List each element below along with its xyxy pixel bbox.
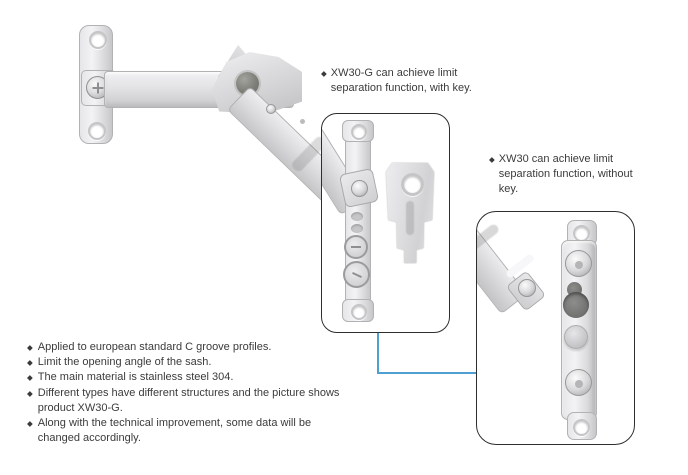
annotation-text: XW30-G can achieve limit separation func…	[330, 67, 472, 94]
feature-text: The main material is stainless steel 304…	[37, 371, 234, 384]
slider-rivet-icon	[351, 180, 368, 197]
track-screw-icon	[343, 261, 370, 288]
feature-list: ◆ Applied to european standard C groove …	[27, 340, 352, 446]
inset-box-without-key	[476, 211, 635, 445]
diamond-bullet-icon: ◆	[27, 373, 33, 383]
feature-text: Limit the opening angle of the sash.	[37, 356, 212, 369]
diamond-bullet-icon: ◆	[27, 343, 33, 352]
keyhole-slot	[563, 292, 589, 318]
track-bump	[351, 224, 363, 233]
diagonal-arm-dot	[300, 119, 305, 124]
main-product-image	[0, 0, 361, 220]
bracket-hole-top	[89, 31, 107, 49]
diamond-bullet-icon: ◆	[489, 155, 495, 164]
annotation-without-key: ◆ XW30 can achieve limit separation func…	[489, 152, 639, 197]
feature-text: Different types have different structure…	[37, 386, 340, 414]
track-rivet-icon	[565, 369, 592, 396]
feature-item: ◆ Along with the technical improvement, …	[27, 416, 352, 446]
diamond-bullet-icon: ◆	[27, 388, 33, 398]
annotation-with-key: ◆ XW30-G can achieve limit separation fu…	[321, 66, 493, 96]
feature-item: ◆ Applied to european standard C groove …	[27, 340, 352, 355]
track-hole-bottom	[351, 304, 367, 320]
diagonal-arm-screw-icon	[266, 104, 276, 114]
feature-item: ◆ Different types have different structu…	[27, 386, 352, 416]
key-engraving-mark	[406, 201, 414, 235]
arm-tip-rivet-icon	[518, 279, 536, 297]
diamond-bullet-icon: ◆	[27, 358, 33, 368]
inset-box-with-key	[321, 113, 450, 333]
connector-line-vertical	[377, 331, 379, 373]
diamond-bullet-icon: ◆	[27, 419, 33, 429]
track-rivet-icon	[565, 250, 592, 277]
separation-key	[386, 163, 434, 263]
track-hole-bottom	[573, 419, 590, 436]
annotation-text: XW30 can achieve limit separation functi…	[498, 153, 633, 195]
track-hole-top	[351, 124, 367, 140]
track-bump	[351, 212, 363, 221]
bracket-hole-bottom	[88, 122, 106, 140]
feature-item: ◆ Limit the opening angle of the sash.	[27, 355, 352, 370]
diamond-bullet-icon: ◆	[321, 69, 327, 78]
track-stud	[564, 325, 588, 349]
feature-text: Along with the technical improvement, so…	[37, 417, 312, 445]
connector-line-horizontal	[377, 372, 477, 374]
feature-text: Applied to european standard C groove pr…	[37, 341, 272, 353]
track-bar	[345, 120, 371, 322]
key-hole	[401, 173, 424, 196]
feature-item: ◆ The main material is stainless steel 3…	[27, 370, 352, 385]
track-screw-icon	[344, 235, 368, 259]
